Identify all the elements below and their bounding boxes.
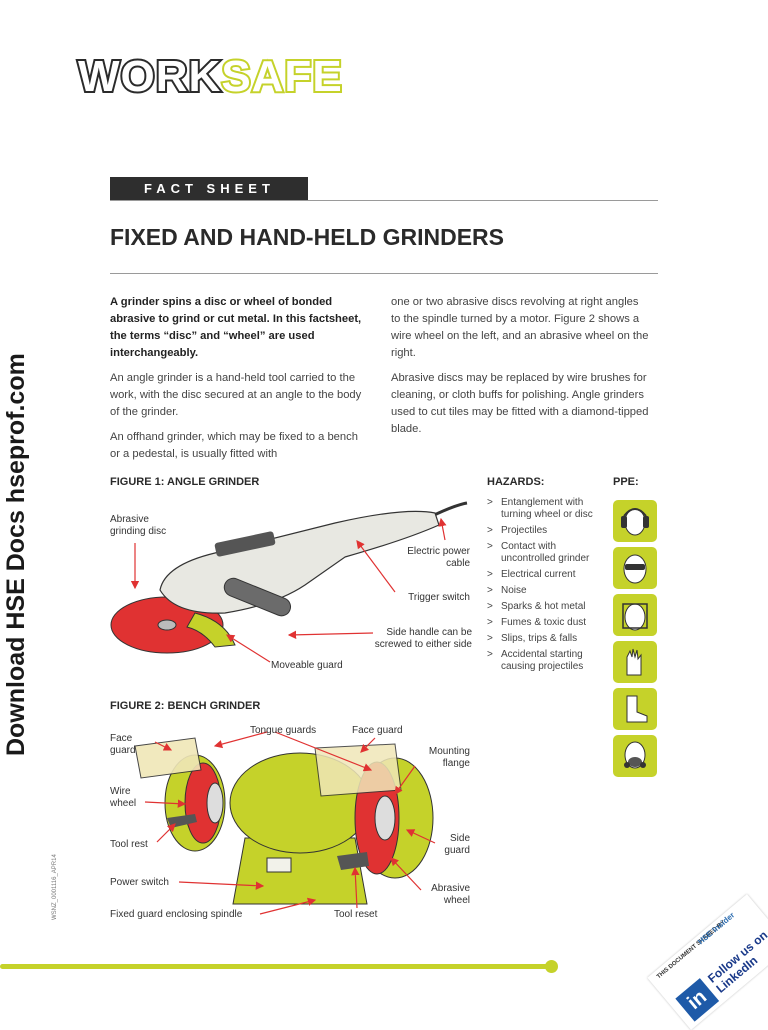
figure1-title: FIGURE 1: ANGLE GRINDER [110,476,260,488]
safety-glasses-icon [613,547,657,589]
label-fixed-guard: Fixed guard enclosing spindle [110,909,243,920]
label-abrasive-disc: Abrasive grinding disc [110,514,167,537]
hazard-item: Accidental starting causing projectiles [487,649,605,673]
document-reference: WSNZ_0001116_APR14 [52,854,58,920]
label-moveable-guard: Moveable guard [271,660,343,671]
badge-card: THIS DOCUMENT SHARED BY HSE Insider Foll… [647,894,768,1030]
label-tool-rest: Tool rest [110,839,148,850]
hazard-item: Entanglement with turning wheel or disc [487,497,605,521]
hazards-list: Entanglement with turning wheel or disc … [487,497,605,677]
label-side-guard: Side guard [444,833,470,856]
label-power-cable: Electric power cable [407,546,470,569]
intro-left-column: A grinder spins a disc or wheel of bonde… [110,294,368,471]
bench-grinder-illustration [134,731,436,915]
label-tool-reset: Tool reset [334,909,378,920]
fact-sheet-label: FACT SHEET [110,177,308,201]
side-watermark-link[interactable]: Download HSE Docs hseprof.com [2,353,30,756]
badge-hse-insider: HSE Insider [696,910,737,947]
worksafe-logo: WORKSAFE [76,50,344,103]
label-face-guard-left: Face guard [110,733,136,756]
safety-boots-icon [613,688,657,730]
intro-right-column: one or two abrasive discs revolving at r… [391,294,649,446]
logo-safe: SAFE [219,50,343,103]
label-mounting-flange: Mounting flange [428,746,470,769]
hazard-item: Electrical current [487,569,605,581]
label-wire-wheel: Wire wheel [110,786,137,809]
footer-accent-dot [545,960,558,973]
hazard-item: Sparks & hot metal [487,601,605,613]
label-abrasive-wheel: Abrasive wheel [431,883,470,906]
hazard-item: Noise [487,585,605,597]
intro-paragraph-3: one or two abrasive discs revolving at r… [391,296,649,359]
hazard-item: Contact with uncontrolled grinder [487,541,605,565]
linkedin-badge[interactable]: THIS DOCUMENT SHARED BY HSE Insider Foll… [636,894,768,1030]
hazard-item: Slips, trips & falls [487,633,605,645]
figure2-title: FIGURE 2: BENCH GRINDER [110,700,261,712]
gloves-icon [613,641,657,683]
hazard-item: Projectiles [487,525,605,537]
page-title: FIXED AND HAND-HELD GRINDERS [110,224,504,250]
ppe-title: PPE: [613,476,639,488]
intro-paragraph-4: Abrasive discs may be replaced by wire b… [391,372,649,435]
divider-title [110,273,658,274]
label-tongue-guards: Tongue guards [250,725,317,736]
label-trigger-switch: Trigger switch [408,592,470,603]
label-side-handle: Side handle can be screwed to either sid… [374,627,472,650]
face-shield-icon [613,594,657,636]
hazards-title: HAZARDS: [487,476,545,488]
label-face-guard-top: Face guard [352,725,403,736]
intro-paragraph-1: An angle grinder is a hand-held tool car… [110,372,362,418]
angle-grinder-illustration [110,501,468,663]
intro-lead: A grinder spins a disc or wheel of bonde… [110,296,362,359]
divider-top [110,200,658,201]
ear-protection-icon [613,500,657,542]
logo-work: WORK [76,50,222,103]
label-power-switch: Power switch [110,877,169,888]
intro-paragraph-2: An offhand grinder, which may be fixed t… [110,431,358,460]
respirator-icon [613,735,657,777]
hazard-item: Fumes & toxic dust [487,617,605,629]
footer-accent-line [0,964,552,969]
